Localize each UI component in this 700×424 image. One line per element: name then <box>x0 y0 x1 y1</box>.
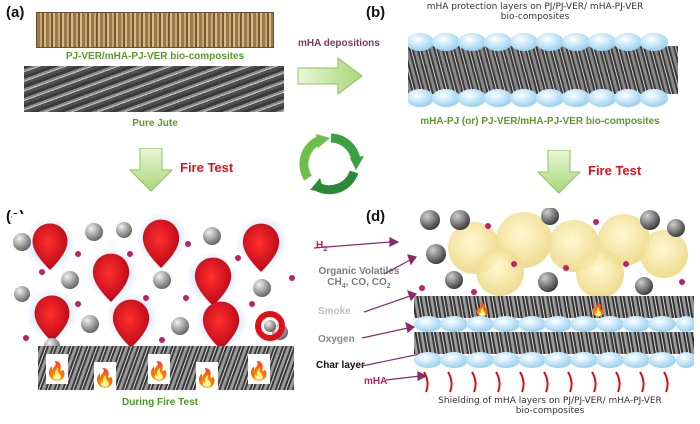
fire-test-scene: 🔥 🔥 🔥 🔥 🔥 <box>12 214 302 390</box>
pure-jute-label: Pure Jute <box>132 118 178 129</box>
deposition-arrow <box>297 57 363 95</box>
mha-pj-composite-label: mHA-PJ (or) PJ-VER/mHA-PJ-VER bio-compos… <box>420 116 660 127</box>
composite-label: PJ-VER/mHA-PJ-VER bio-composites <box>65 51 245 62</box>
deposition-label: mHA depositions <box>298 38 380 49</box>
mha-shielding-scene: 🔥 🔥 <box>414 208 694 393</box>
svg-text:🔥: 🔥 <box>248 360 270 381</box>
composite-photo <box>36 12 274 48</box>
shielding-caption: Shielding of mHA layers on PJ/PJ-VER/ mH… <box>438 396 662 416</box>
svg-text:🔥: 🔥 <box>474 302 490 317</box>
svg-text:🔥: 🔥 <box>46 360 68 381</box>
recycle-icon <box>299 133 364 195</box>
during-fire-test-label: During Fire Test <box>122 397 198 408</box>
jute-sem-image <box>24 66 284 112</box>
mha-coated-composite <box>408 33 678 107</box>
svg-text:🔥: 🔥 <box>196 367 218 388</box>
svg-text:🔥: 🔥 <box>590 302 606 317</box>
svg-text:🔥: 🔥 <box>148 360 170 381</box>
panel-label-b: (b) <box>366 4 386 21</box>
fire-test-label-right: Fire Test <box>588 163 642 178</box>
fire-test-label-left: Fire Test <box>180 160 234 175</box>
legend-char-layer: Char layer <box>316 360 365 371</box>
legend-mha: mHA <box>364 376 388 387</box>
protection-layer-label: mHA protection layers on PJ/PJ-VER/ mHA-… <box>426 2 644 22</box>
legend-h2: H2 <box>316 240 328 253</box>
legend-pointer-lines <box>313 237 428 381</box>
panel-label-d: (d) <box>366 208 386 225</box>
legend-organic-volatiles: Organic Volatiles CH4, CO, CO2 <box>318 266 400 290</box>
legend-smoke: Smoke <box>318 306 351 317</box>
panel-label-a: (a) <box>6 4 25 21</box>
fire-test-arrow-left <box>128 148 174 192</box>
legend-oxygen: Oxygen <box>318 334 355 345</box>
svg-text:🔥: 🔥 <box>94 367 116 388</box>
fire-test-arrow-right <box>536 150 582 194</box>
